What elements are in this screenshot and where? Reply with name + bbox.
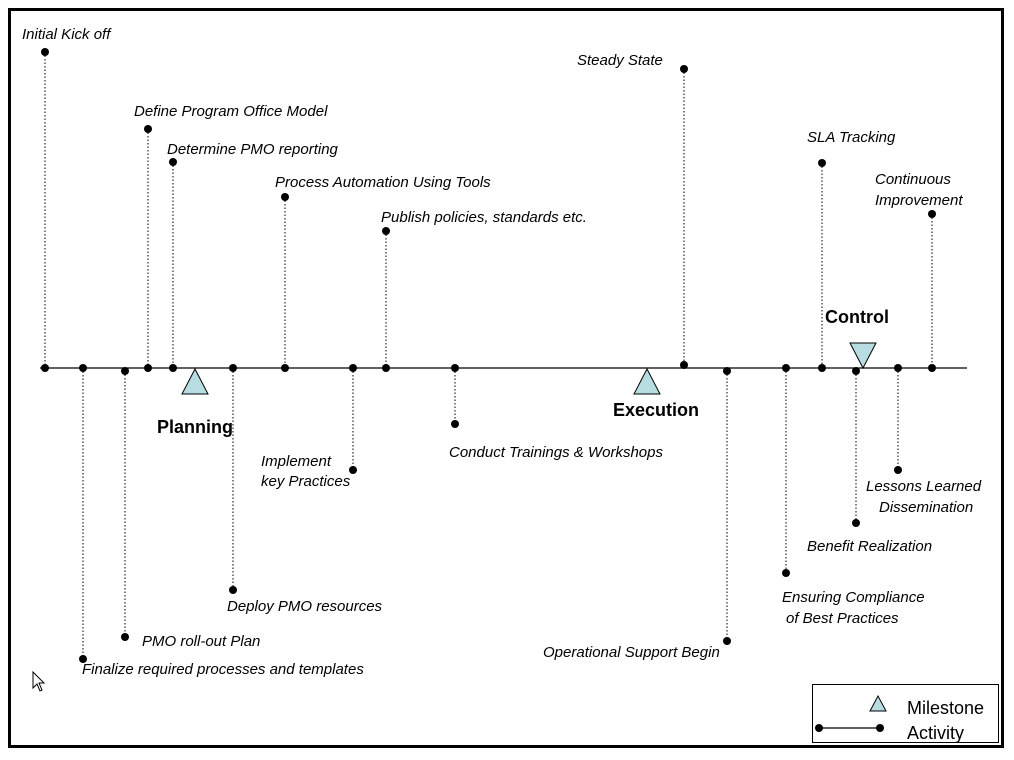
label-continuous-improvement-line2: Improvement xyxy=(875,192,963,209)
legend-activity-label: Activity xyxy=(907,723,965,743)
milestone-label-planning: Planning xyxy=(157,417,233,437)
legend-milestone-label: Milestone xyxy=(907,698,985,718)
label-continuous-improvement-line1: Continuous xyxy=(875,171,951,188)
activity-steady-state xyxy=(680,65,688,369)
label-lessons-learned-line1: Lessons Learned xyxy=(866,478,982,495)
label-implement-key-practices-line1: Implement xyxy=(261,453,332,470)
label-lessons-learned-line2: Dissemination xyxy=(879,499,974,516)
label-operational-support: Operational Support Begin xyxy=(543,644,720,661)
legend: Milestone Activity xyxy=(812,684,999,743)
legend-activity-dot-left xyxy=(815,724,823,732)
label-steady-state: Steady State xyxy=(577,52,663,69)
milestone-label-execution: Execution xyxy=(613,400,700,420)
activity-sla-tracking xyxy=(818,159,826,372)
label-publish-policies: Publish policies, standards etc. xyxy=(381,209,587,226)
activity-ensuring-compliance xyxy=(782,364,790,577)
label-ensuring-compliance-line2: of Best Practices xyxy=(786,610,899,627)
label-implement-key-practices-line2: key Practices xyxy=(261,473,351,490)
activity-deploy-pmo-resources xyxy=(229,364,237,594)
label-process-automation: Process Automation Using Tools xyxy=(275,174,491,191)
label-initial-kick-off: Initial Kick off xyxy=(22,26,111,43)
legend-symbols xyxy=(815,694,887,732)
activity-publish-policies xyxy=(382,227,390,372)
control-milestone-triangle-icon xyxy=(849,342,877,370)
label-finalize-processes: Finalize required processes and template… xyxy=(82,661,364,678)
activity-pmo-rollout-plan xyxy=(121,367,129,641)
label-sla-tracking: SLA Tracking xyxy=(807,129,896,146)
activity-benefit-realization xyxy=(852,367,860,527)
activity-conduct-trainings xyxy=(451,364,459,428)
mouse-pointer-icon xyxy=(32,671,46,692)
label-pmo-rollout-plan: PMO roll-out Plan xyxy=(142,633,261,650)
activity-determine-pmo-reporting xyxy=(169,158,177,372)
activity-initial-kick-off xyxy=(41,48,49,372)
activity-continuous-improvement xyxy=(928,210,936,372)
diagram-frame xyxy=(8,8,1004,748)
legend-milestone-triangle-icon xyxy=(869,694,887,712)
milestone-label-control: Control xyxy=(825,307,889,327)
label-benefit-realization: Benefit Realization xyxy=(807,538,933,555)
label-conduct-trainings: Conduct Trainings & Workshops xyxy=(449,444,663,461)
legend-activity-dot-right xyxy=(876,724,884,732)
planning-milestone-triangle-icon xyxy=(181,367,209,395)
execution-milestone-triangle-icon xyxy=(633,367,661,395)
activity-define-program-office-model xyxy=(144,125,152,372)
activity-process-automation xyxy=(281,193,289,372)
activity-implement-key-practices xyxy=(349,364,357,474)
label-deploy-pmo-resources: Deploy PMO resources xyxy=(227,598,383,615)
activity-operational-support xyxy=(723,367,731,645)
activity-lessons-learned xyxy=(894,364,902,474)
label-define-program-office-model: Define Program Office Model xyxy=(134,103,328,120)
label-ensuring-compliance-line1: Ensuring Compliance xyxy=(782,589,925,606)
label-determine-pmo-reporting: Determine PMO reporting xyxy=(167,141,338,158)
activity-finalize-processes xyxy=(79,364,87,663)
